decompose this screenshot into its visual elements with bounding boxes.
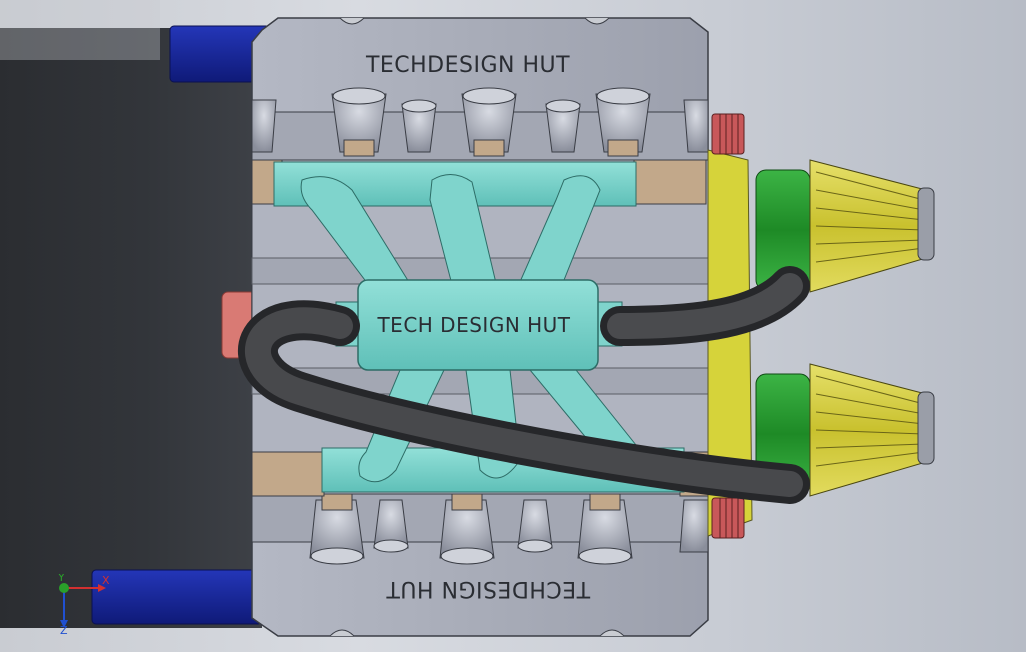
manifold-label: TECH DESIGN HUT bbox=[376, 313, 570, 337]
top-engraving: TECHDESIGN HUT bbox=[365, 53, 570, 78]
bottom-air-filter[interactable] bbox=[755, 363, 935, 497]
y-axis-label: Y bbox=[57, 574, 65, 584]
top-air-filter[interactable] bbox=[755, 159, 935, 293]
transmission-shadow bbox=[0, 28, 262, 628]
x-axis-label: X bbox=[102, 574, 110, 587]
bottom-intake-ports bbox=[309, 493, 709, 565]
z-axis-label: Z bbox=[60, 624, 68, 636]
top-pulley bbox=[711, 113, 745, 155]
belt-cover bbox=[707, 149, 753, 537]
bottom-pulley bbox=[711, 497, 745, 539]
coordinate-axes-icon: X Y Z bbox=[57, 574, 110, 636]
bottom-engraving: TECHDESIGN HUT bbox=[386, 576, 591, 601]
vacuum-hose[interactable] bbox=[238, 266, 810, 504]
top-intake-ports bbox=[251, 87, 709, 157]
